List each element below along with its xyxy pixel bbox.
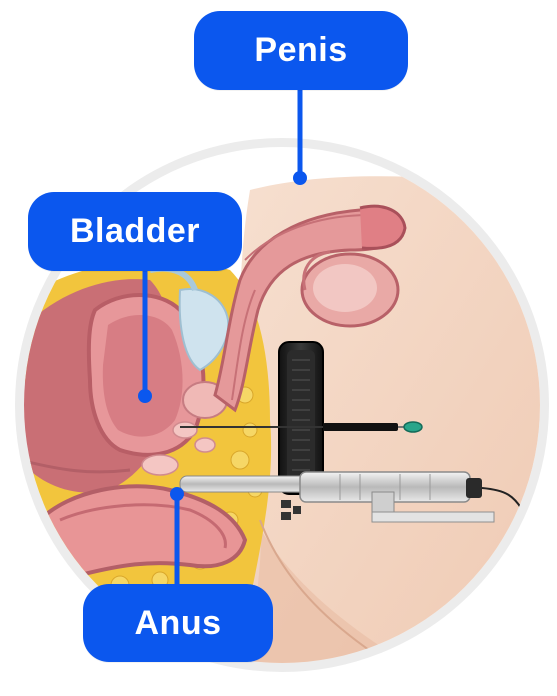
stepper-base	[372, 512, 494, 522]
anus-pointer-dot	[170, 487, 184, 501]
callout-penis-label: Penis	[254, 31, 347, 70]
bladder-pointer-dot	[138, 389, 152, 403]
callout-anus-label: Anus	[135, 604, 222, 643]
callout-penis: Penis	[194, 11, 408, 90]
callout-anus: Anus	[83, 584, 273, 662]
callout-bladder-label: Bladder	[70, 212, 200, 251]
callout-bladder: Bladder	[28, 192, 242, 271]
penis-pointer-dot	[293, 171, 307, 185]
needle-guide	[323, 423, 398, 431]
